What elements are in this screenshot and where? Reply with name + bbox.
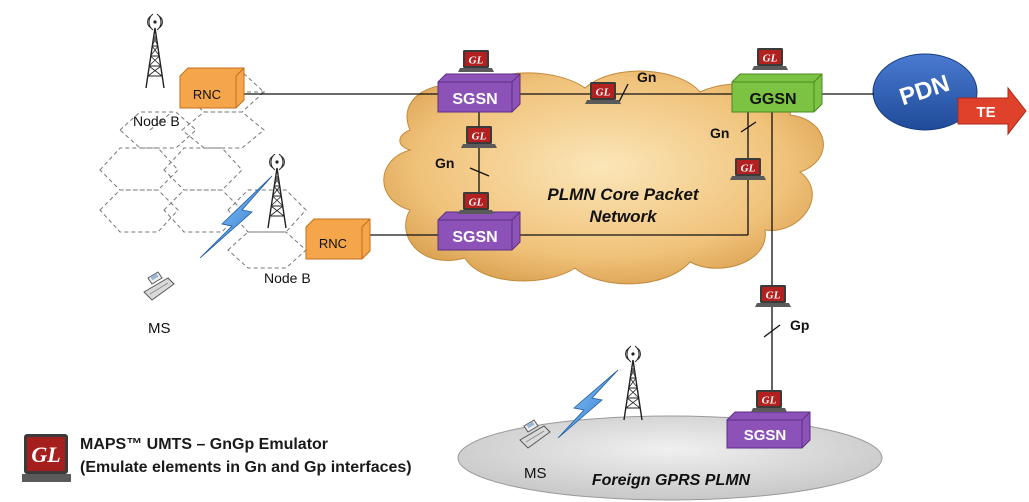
legend-title: MAPS™ UMTS – GnGp Emulator — [80, 436, 329, 453]
ms-label-foreign: MS — [524, 465, 547, 482]
gl-laptop-icon-sgsn-top — [458, 50, 494, 72]
ggsn-label: GGSN — [749, 91, 796, 108]
core-network-label-1: PLMN Core Packet — [547, 185, 699, 204]
gn-label-right: Gn — [710, 125, 729, 141]
sgsn-top: SGSN — [437, 73, 521, 113]
node-b-label-top: Node B — [133, 113, 180, 129]
rnc-label-bottom: RNC — [319, 236, 347, 251]
sgsn-label-bottom: SGSN — [452, 229, 497, 246]
tower-icon-foreign — [623, 345, 643, 421]
svg-text:GL: GL — [31, 442, 60, 467]
gl-laptop-icon-gn-top — [585, 82, 621, 104]
gl-laptop-icon-gp — [755, 285, 791, 307]
gn-label-left: Gn — [435, 155, 454, 171]
core-network-label-2: Network — [589, 207, 658, 226]
lightning-bolt-icon-foreign — [557, 369, 619, 439]
phone-icon-left — [143, 271, 175, 301]
ggsn: GGSN — [731, 73, 823, 113]
rnc-bottom: RNC — [305, 218, 371, 260]
gl-logo-icon: GL — [22, 434, 71, 482]
lightning-bolt-icon-left — [199, 175, 273, 259]
sgsn-label-foreign: SGSN — [744, 427, 787, 444]
ms-label-left: MS — [148, 320, 171, 337]
legend: GL MAPS™ UMTS – GnGp Emulator (Emulate e… — [22, 432, 492, 492]
tower-icon-middle — [267, 153, 287, 229]
gl-laptop-icon-ggsn — [752, 48, 788, 70]
te-label: TE — [976, 104, 995, 121]
gl-laptop-icon-gn-right — [730, 158, 766, 180]
interface-ticks — [469, 83, 781, 338]
gl-laptop-icon-gn-left — [461, 126, 497, 148]
pdn-ellipse — [872, 53, 978, 131]
te-arrow: TE — [957, 86, 1027, 136]
rnc-top: RNC — [179, 67, 245, 109]
foreign-plmn-label: Foreign GPRS PLMN — [592, 472, 751, 489]
gl-laptop-icon-sgsn-bottom — [458, 192, 494, 214]
gn-label-top: Gn — [637, 69, 656, 85]
sgsn-bottom: SGSN — [437, 211, 521, 251]
node-b-label-bottom: Node B — [264, 270, 311, 286]
gl-laptop-icon-sgsn-foreign — [751, 390, 787, 412]
rnc-label-top: RNC — [193, 87, 221, 102]
sgsn-foreign: SGSN — [726, 411, 811, 449]
legend-subtitle: (Emulate elements in Gn and Gp interface… — [80, 459, 412, 476]
gp-label: Gp — [790, 317, 809, 333]
tower-icon-top — [145, 13, 165, 89]
sgsn-label-top: SGSN — [452, 91, 497, 108]
